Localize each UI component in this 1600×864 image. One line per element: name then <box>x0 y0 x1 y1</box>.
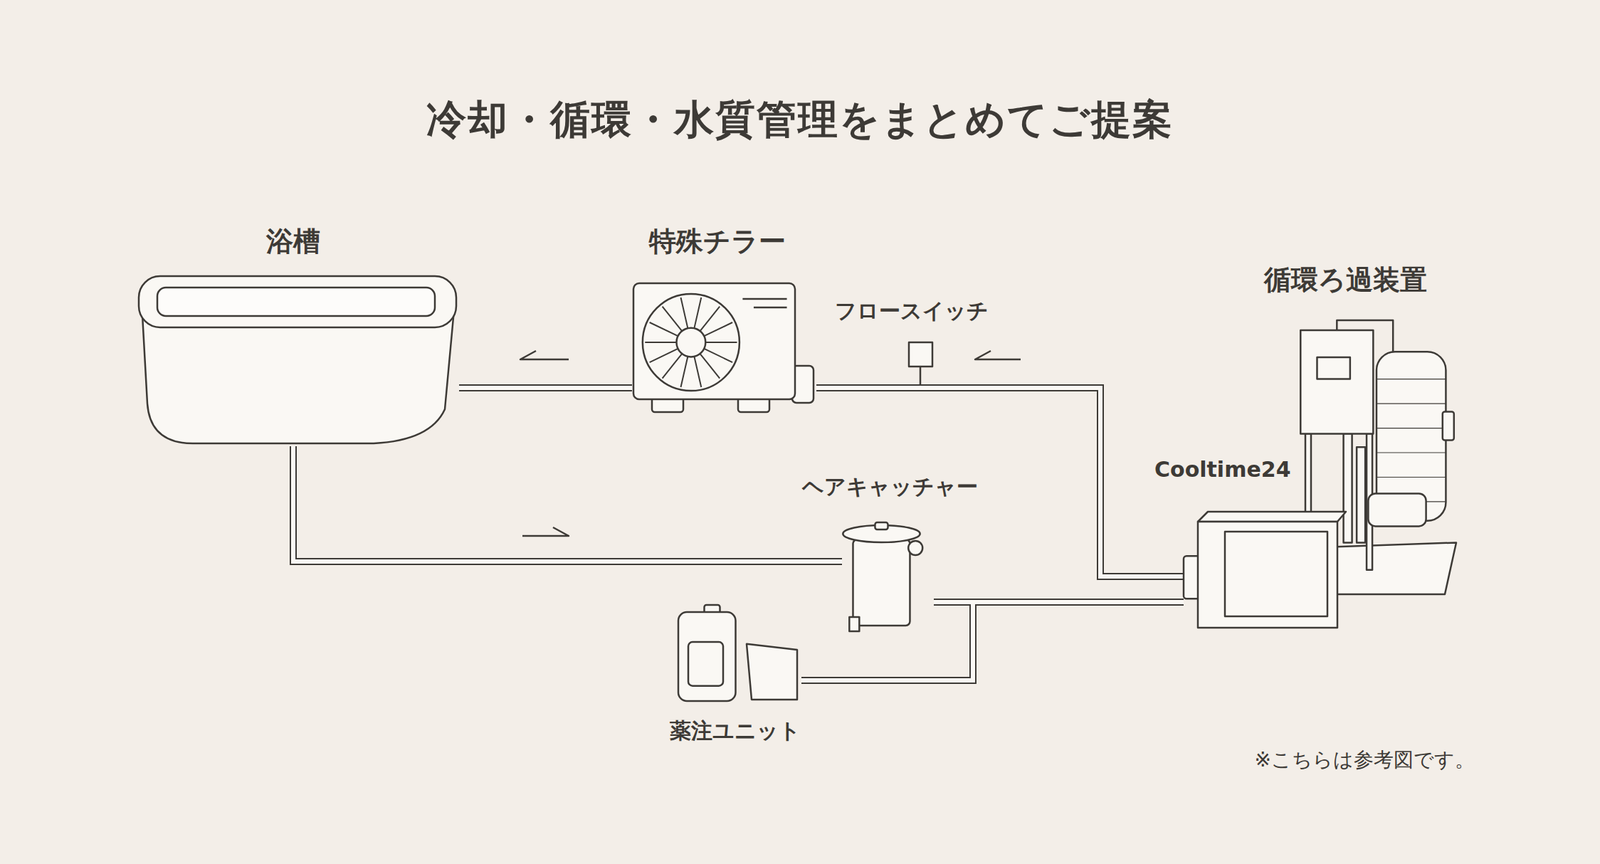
control-window <box>1316 357 1350 380</box>
bathtub: 浴槽 <box>135 273 460 447</box>
lid-handle <box>874 522 888 530</box>
dosing-pump <box>746 644 798 700</box>
node-heading: ヘアキャッチャー <box>802 474 978 500</box>
top-pipe <box>1336 320 1393 352</box>
fan-guard <box>642 293 740 391</box>
riser-pipe <box>1343 433 1353 543</box>
fan-hub <box>676 328 706 358</box>
unit-top <box>1197 511 1346 522</box>
catcher-body <box>852 539 910 626</box>
node-heading: 浴槽 <box>266 225 321 259</box>
tank-bands <box>1376 379 1446 502</box>
pipe <box>459 384 633 392</box>
unit-body <box>1197 521 1338 628</box>
node-heading: フロースイッチ <box>834 298 989 324</box>
pipe <box>293 446 842 562</box>
switch-stem <box>919 367 922 386</box>
pipe-bore <box>459 385 633 391</box>
cooltime-unit: Cooltime24 <box>1183 510 1348 631</box>
diagram-title: 冷却・循環・水質管理をまとめてご提案 <box>426 93 1174 148</box>
flow-arrow <box>522 527 569 536</box>
valve <box>1442 412 1455 441</box>
flow-arrow <box>975 350 1021 360</box>
hair-catcher: ヘアキャッチャー <box>841 522 934 633</box>
chiller-unit: 特殊チラー <box>632 281 817 417</box>
flow-switch-drawing <box>908 341 934 368</box>
hair-catcher-drawing <box>841 522 934 633</box>
fan-blades <box>644 297 737 388</box>
vent-line <box>742 298 787 301</box>
node-heading: Cooltime24 <box>1154 456 1292 483</box>
cooltime-unit-drawing <box>1183 510 1348 631</box>
chem-tank <box>678 612 736 702</box>
chemical-unit: 薬注ユニット <box>676 604 802 703</box>
footnote: ※こちらは参考図です。 <box>1254 746 1475 774</box>
pipe-bore <box>293 446 842 562</box>
vent-line <box>753 306 788 309</box>
unit-panel <box>1224 531 1328 617</box>
chiller-body <box>633 283 796 400</box>
tank-window <box>688 641 724 687</box>
chiller-unit-drawing <box>632 281 817 417</box>
node-heading: 循環ろ過装置 <box>1264 264 1428 297</box>
pipe-bores <box>293 387 1184 681</box>
tub-inner <box>157 287 435 317</box>
flow-switch: フロースイッチ <box>908 341 934 368</box>
catcher-foot <box>849 617 860 632</box>
node-heading: 特殊チラー <box>649 225 786 259</box>
catcher-knob <box>908 540 923 556</box>
node-heading: 薬注ユニット <box>669 718 801 744</box>
tub-rim <box>138 276 457 328</box>
riser-pipe <box>1356 446 1366 543</box>
flow-arrow <box>520 350 569 360</box>
pump <box>1367 493 1426 526</box>
control-box <box>1300 330 1373 435</box>
bathtub-drawing <box>135 273 460 447</box>
pipe-outlines <box>293 387 1184 681</box>
switch-box <box>908 342 933 367</box>
chemical-unit-drawing <box>676 604 802 703</box>
